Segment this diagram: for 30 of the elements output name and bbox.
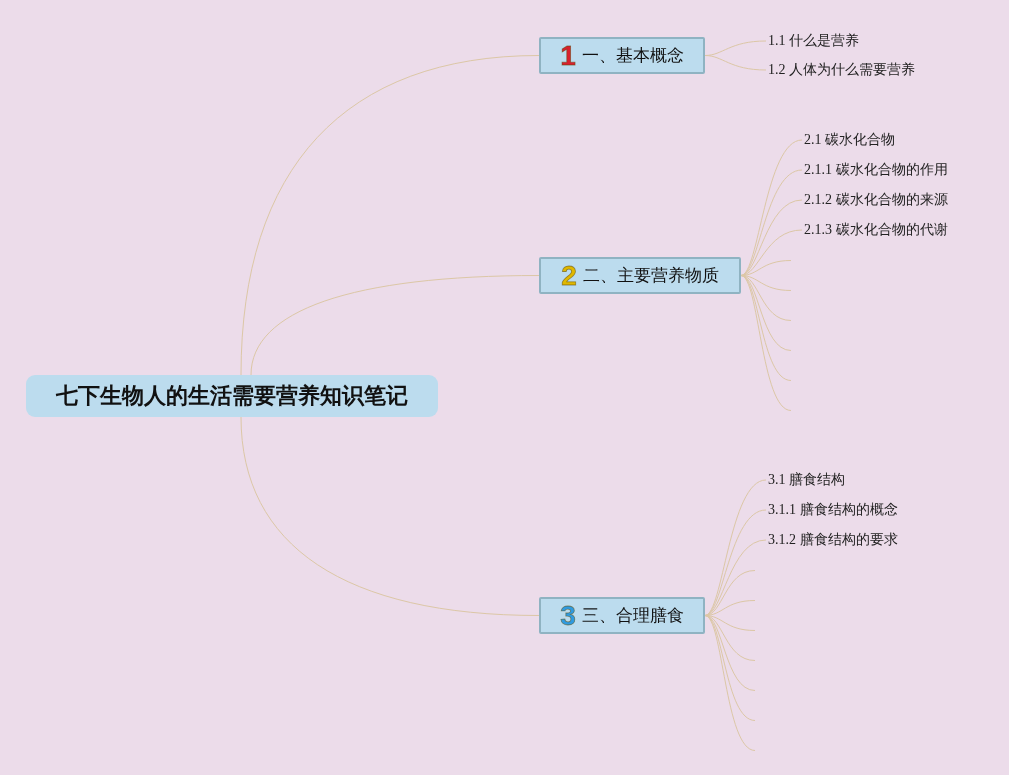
branch-line <box>704 509 767 616</box>
subtopic-label: 3.1.2 膳食结构的要求 <box>766 531 900 549</box>
topic-box <box>539 597 705 634</box>
topic-title: 三、合理膳食 <box>581 605 684 627</box>
subtopic-label: 3.1 膳食结构 <box>766 471 847 489</box>
central-topic-title: 七下生物人的生活需要营养知识笔记 <box>56 382 408 410</box>
branch-line <box>740 169 803 276</box>
subtopic-label: 2.1 碳水化合物 <box>802 131 897 149</box>
topic-box <box>539 257 741 294</box>
topic-number: 2 <box>561 261 577 290</box>
subtopic-label: 1.1 什么是营养 <box>766 32 861 50</box>
subtopic-label: 1.2 人体为什么需要营养 <box>766 61 917 79</box>
branch-line <box>704 615 756 691</box>
branch-line <box>240 416 540 616</box>
topic-title: 二、主要营养物质 <box>582 265 719 287</box>
subtopic-label: 3.1.1 膳食结构的概念 <box>766 501 900 519</box>
subtopic-label: 2.1.1 碳水化合物的作用 <box>802 161 950 179</box>
topic-title: 一、基本概念 <box>581 45 684 67</box>
subtopic-label: 2.1.2 碳水化合物的来源 <box>802 191 950 209</box>
central-topic-box <box>26 375 438 417</box>
branch-line <box>250 275 540 376</box>
topic-box <box>539 37 705 74</box>
branch-line <box>704 55 767 71</box>
branch-line <box>240 55 540 376</box>
branch-line <box>740 275 792 351</box>
subtopic-label: 2.1.3 碳水化合物的代谢 <box>802 221 950 239</box>
topic-number: 3 <box>560 601 576 630</box>
topic-number: 1 <box>560 41 576 70</box>
branch-line <box>740 275 792 411</box>
branch-line <box>704 615 756 751</box>
